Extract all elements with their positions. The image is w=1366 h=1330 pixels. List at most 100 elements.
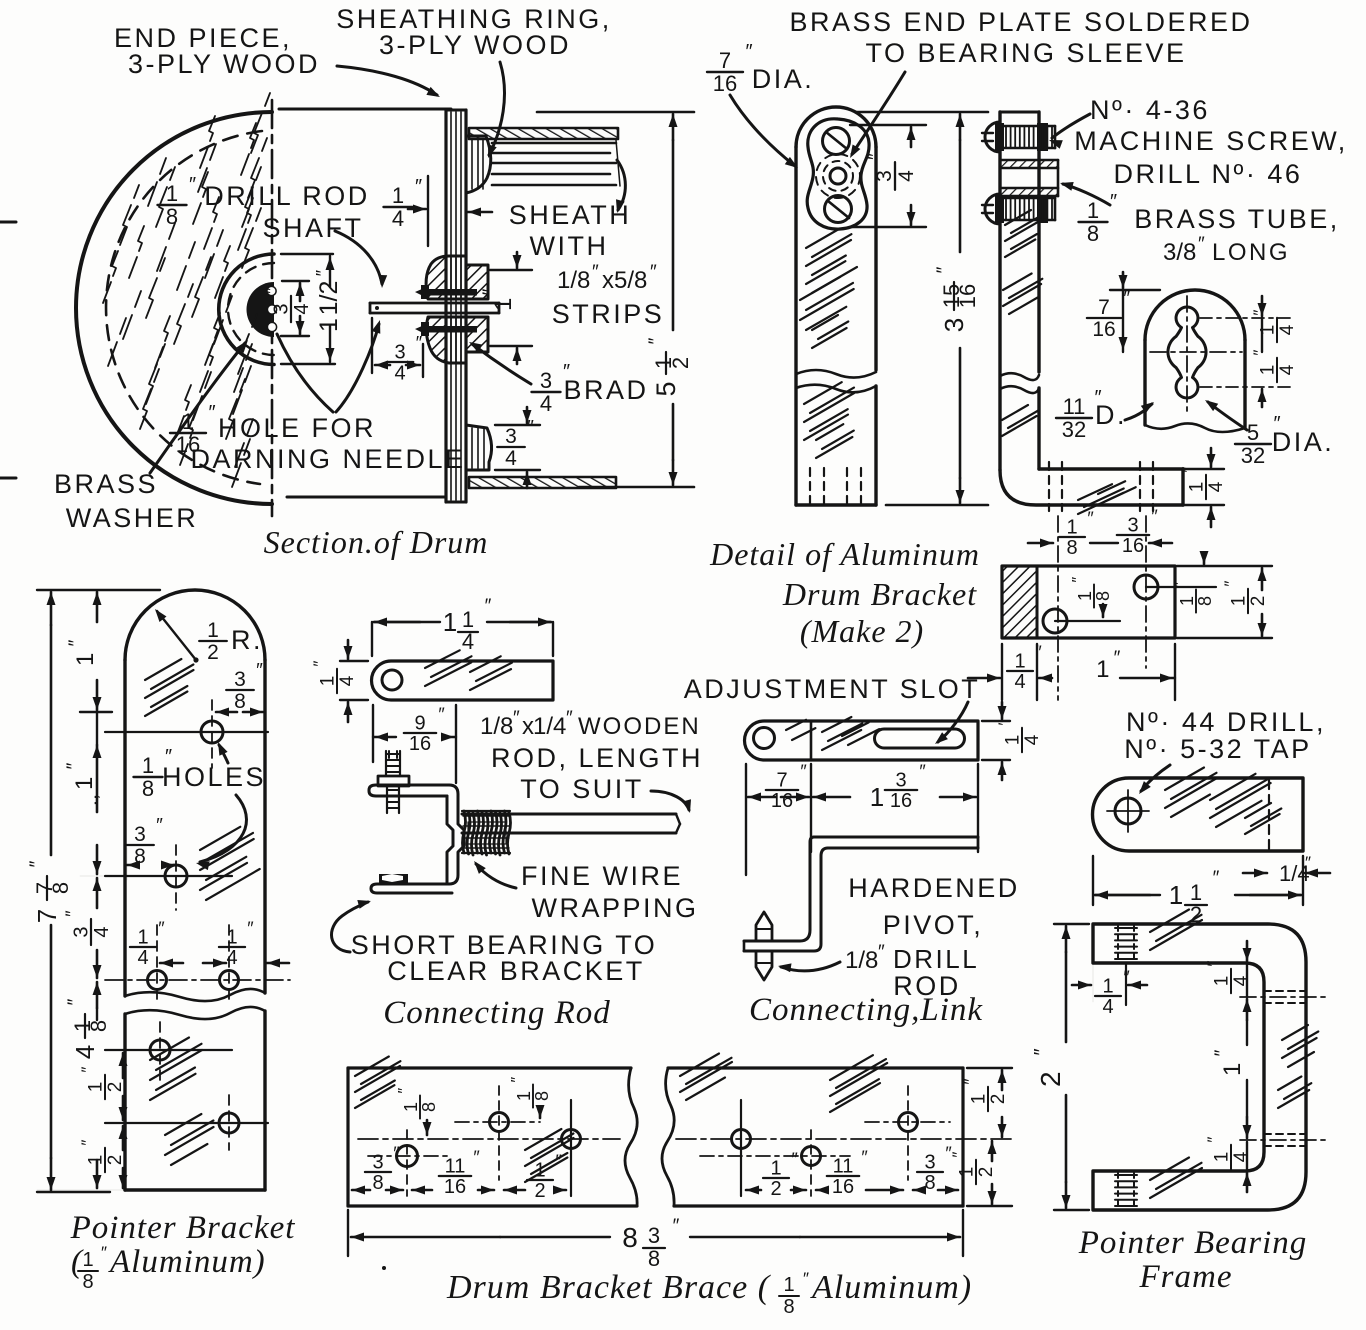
svg-text:″: ″: [509, 1076, 526, 1082]
svg-text:16: 16: [832, 1176, 854, 1198]
svg-text:8: 8: [783, 1296, 794, 1318]
svg-text:″: ″: [62, 910, 82, 917]
svg-text:ROD: ROD: [893, 971, 961, 1001]
svg-text:Drum Bracket: Drum Bracket: [782, 576, 977, 612]
svg-text:1: 1: [1212, 976, 1233, 987]
svg-text:32: 32: [1062, 417, 1086, 442]
svg-text:1: 1: [392, 183, 404, 208]
svg-text:FINE WIRE: FINE WIRE: [521, 861, 683, 891]
svg-text:″: ″: [919, 761, 926, 781]
svg-text:3-PLY WOOD: 3-PLY WOOD: [379, 30, 571, 60]
svg-text:BRASS TUBE,: BRASS TUBE,: [1134, 204, 1340, 234]
svg-text:″: ″: [393, 1143, 400, 1163]
svg-text:END PIECE,: END PIECE,: [114, 23, 292, 53]
svg-text:1: 1: [490, 295, 517, 311]
svg-text:1: 1: [71, 774, 98, 790]
svg-text:8: 8: [1093, 591, 1113, 601]
svg-text:1: 1: [651, 357, 676, 369]
svg-text:8: 8: [648, 1246, 660, 1271]
svg-text:11: 11: [833, 1155, 854, 1177]
svg-text:DRILL: DRILL: [893, 944, 979, 974]
svg-text:MACHINE SCREW,: MACHINE SCREW,: [1074, 126, 1348, 156]
svg-text:″: ″: [866, 153, 887, 160]
svg-text:2: 2: [105, 1155, 126, 1166]
svg-text:1/8: 1/8: [480, 713, 513, 740]
svg-text:ROD, LENGTH: ROD, LENGTH: [491, 743, 703, 773]
svg-text:4: 4: [1277, 364, 1298, 375]
svg-text:4: 4: [291, 303, 313, 314]
svg-text:″: ″: [1305, 853, 1311, 872]
svg-text:7: 7: [776, 769, 787, 791]
svg-text:″: ″: [1250, 350, 1269, 356]
svg-text:Nº· 4-36: Nº· 4-36: [1090, 95, 1210, 125]
svg-text:3: 3: [873, 170, 896, 182]
svg-text:4: 4: [392, 206, 404, 231]
svg-text:BRASS: BRASS: [54, 469, 158, 499]
svg-text:D.: D.: [1095, 400, 1127, 430]
svg-text:9: 9: [414, 712, 425, 734]
svg-text:″: ″: [1151, 506, 1158, 526]
svg-text:″: ″: [64, 762, 85, 769]
svg-text:Aluminum): Aluminum): [108, 1244, 266, 1280]
svg-text:″: ″: [1221, 581, 1240, 587]
svg-text:″: ″: [247, 918, 254, 938]
svg-text:R.: R.: [231, 625, 263, 655]
svg-text:1: 1: [957, 1167, 978, 1178]
svg-text:″: ″: [1213, 868, 1220, 889]
svg-text:″: ″: [101, 1243, 107, 1262]
svg-text:8: 8: [1087, 221, 1099, 246]
svg-text:1: 1: [1075, 591, 1095, 601]
svg-text:1: 1: [86, 1155, 107, 1166]
svg-text:2: 2: [1035, 1069, 1066, 1087]
svg-text:7: 7: [719, 48, 731, 73]
svg-text:1/2: 1/2: [315, 281, 343, 316]
svg-text:″: ″: [165, 746, 172, 768]
svg-text:″: ″: [27, 860, 48, 867]
svg-text:″: ″: [65, 998, 86, 1005]
svg-text:WRAPPING: WRAPPING: [531, 893, 698, 923]
svg-text:″: ″: [310, 661, 329, 667]
svg-text:4: 4: [394, 363, 405, 385]
svg-text:1: 1: [1258, 325, 1279, 336]
svg-text:STRIPS: STRIPS: [552, 299, 665, 329]
svg-text:8: 8: [82, 1271, 93, 1293]
svg-text:1: 1: [770, 1157, 781, 1179]
svg-text:″: ″: [1031, 1048, 1053, 1055]
svg-text:″: ″: [396, 1087, 413, 1093]
svg-text:1: 1: [401, 1102, 421, 1112]
svg-text:4: 4: [1277, 324, 1298, 335]
svg-text:4: 4: [91, 926, 113, 937]
svg-text:″: ″: [189, 174, 196, 196]
svg-text:Nº· 5-32 TAP: Nº· 5-32 TAP: [1124, 734, 1311, 764]
svg-text:″: ″: [158, 918, 165, 938]
svg-text:3-PLY WOOD: 3-PLY WOOD: [128, 49, 320, 79]
svg-text:″: ″: [592, 262, 599, 283]
svg-text:Detail of Aluminum: Detail of Aluminum: [709, 536, 980, 572]
svg-text:1: 1: [137, 926, 148, 948]
svg-text:″: ″: [1070, 576, 1087, 582]
svg-text:Connecting Rod: Connecting Rod: [383, 995, 611, 1031]
svg-text:″: ″: [208, 402, 215, 424]
svg-text:4: 4: [1231, 975, 1252, 986]
svg-text:8: 8: [419, 1102, 439, 1112]
svg-text:2: 2: [1248, 596, 1269, 607]
svg-text:8: 8: [1195, 596, 1215, 606]
svg-text:16: 16: [409, 733, 431, 755]
svg-text:DIA.: DIA.: [752, 64, 815, 94]
svg-text:1: 1: [1177, 596, 1197, 606]
svg-text:3: 3: [70, 926, 92, 937]
svg-text:3: 3: [234, 668, 246, 691]
svg-text:2: 2: [668, 357, 693, 369]
svg-text:WOODEN: WOODEN: [578, 713, 701, 740]
svg-text:8: 8: [234, 690, 246, 713]
svg-text:HOLES: HOLES: [162, 762, 266, 792]
svg-text:3: 3: [648, 1223, 660, 1248]
svg-text:Drum Bracket Brace (: Drum Bracket Brace (: [446, 1269, 772, 1306]
svg-text:1: 1: [1014, 650, 1025, 672]
svg-text:3: 3: [1127, 514, 1138, 536]
svg-text:4: 4: [462, 629, 474, 654]
svg-text:″: ″: [66, 639, 87, 646]
svg-text:16: 16: [955, 284, 980, 308]
svg-text:1: 1: [226, 926, 237, 948]
svg-text:1: 1: [1187, 482, 1208, 493]
